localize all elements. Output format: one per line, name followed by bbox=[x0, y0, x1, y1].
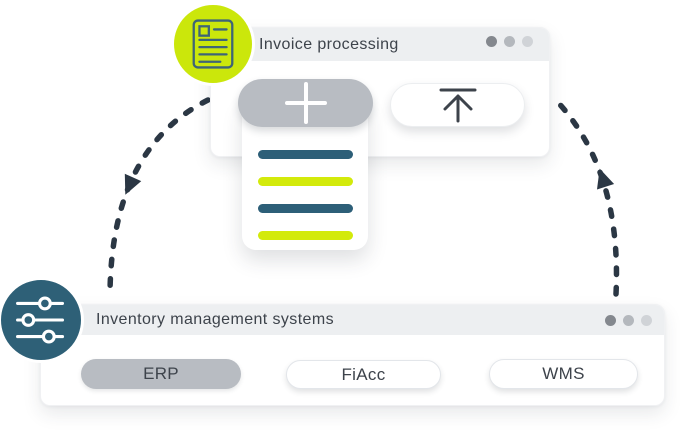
upload-arrow-icon bbox=[439, 88, 476, 123]
upload-button[interactable] bbox=[390, 83, 525, 127]
window-controls bbox=[486, 36, 533, 47]
window-dot[interactable] bbox=[504, 36, 515, 47]
document-line bbox=[258, 204, 353, 213]
invoice-window-titlebar: Invoice processing bbox=[211, 28, 549, 61]
document-line bbox=[258, 231, 353, 240]
dashed-arrow-up-icon bbox=[550, 94, 620, 297]
plus-icon bbox=[284, 82, 327, 124]
invoice-badge bbox=[171, 2, 255, 86]
window-dot[interactable] bbox=[486, 36, 497, 47]
add-invoice-button[interactable] bbox=[238, 79, 373, 127]
window-dot[interactable] bbox=[522, 36, 533, 47]
inventory-window-title: Inventory management systems bbox=[96, 311, 334, 328]
document-line bbox=[258, 177, 353, 186]
inventory-window-card: Inventory management systems ERP FiAcc W… bbox=[40, 304, 665, 406]
inventory-window-titlebar: Inventory management systems bbox=[41, 305, 664, 335]
dashed-arrow-down-icon bbox=[107, 97, 211, 295]
system-button-wms[interactable]: WMS bbox=[489, 359, 638, 389]
window-dot[interactable] bbox=[641, 315, 652, 326]
document-line bbox=[258, 150, 353, 159]
window-controls bbox=[605, 315, 652, 326]
window-dot[interactable] bbox=[605, 315, 616, 326]
inventory-badge bbox=[0, 277, 84, 363]
invoice-window-title: Invoice processing bbox=[259, 35, 399, 53]
sliders-icon bbox=[16, 296, 65, 344]
window-dot[interactable] bbox=[623, 315, 634, 326]
system-button-erp[interactable]: ERP bbox=[81, 359, 241, 389]
system-button-fiacc[interactable]: FiAcc bbox=[286, 360, 441, 389]
document-icon bbox=[192, 19, 234, 69]
